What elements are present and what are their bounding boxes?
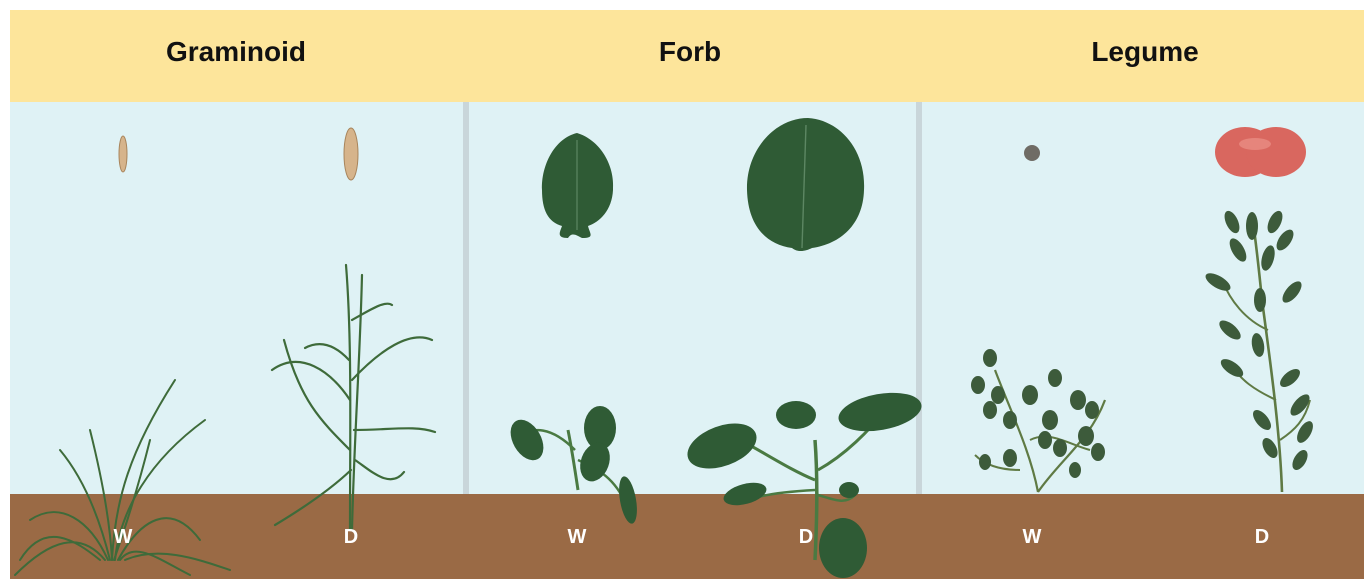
- graminoid-d-seed: [344, 128, 358, 180]
- label-legume-d: D: [1255, 526, 1269, 549]
- forb-d-plant: [681, 387, 924, 578]
- forb-w-plant: [504, 406, 640, 525]
- graminoid-d-plant: [272, 265, 435, 530]
- legume-w-seed: [1024, 145, 1040, 161]
- label-graminoid-d: D: [344, 526, 358, 549]
- legume-d-seed: [1215, 127, 1306, 177]
- legume-d-plant: [1203, 209, 1316, 492]
- legume-w-plant: [971, 349, 1105, 492]
- label-graminoid-w: W: [114, 526, 133, 549]
- label-forb-d: D: [799, 526, 813, 549]
- label-legume-w: W: [1023, 526, 1042, 549]
- graminoid-w-seed: [119, 136, 127, 172]
- label-forb-w: W: [568, 526, 587, 549]
